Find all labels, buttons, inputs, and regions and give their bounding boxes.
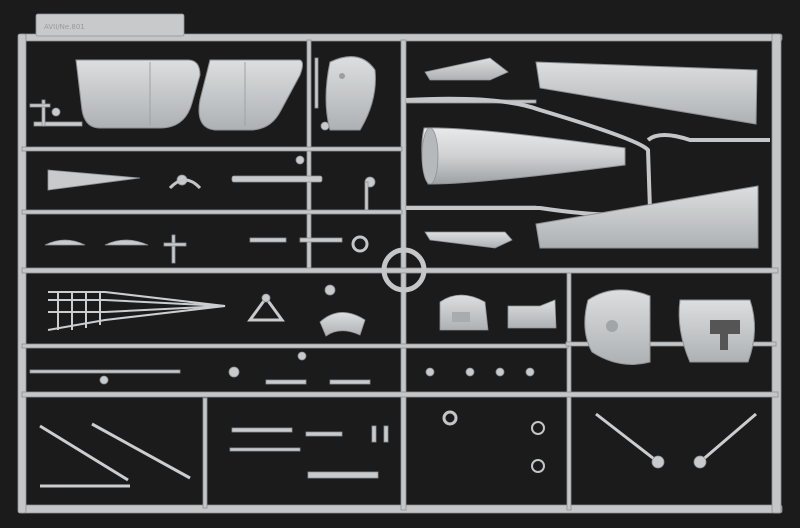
fuselage-frame-truss: [47, 291, 226, 331]
row2-parts: [47, 155, 376, 211]
engine-cowl-ring: [678, 299, 756, 363]
bottom-small-parts: [229, 410, 707, 479]
rudder-part: [325, 56, 376, 131]
sprue-tag-text: AVII/Ne.801: [44, 23, 85, 31]
central-ring: [381, 247, 427, 293]
cowl-panel-left: [75, 59, 201, 129]
small-parts-top-left: [29, 99, 83, 127]
cowl-rivet-lines: [149, 62, 246, 126]
round-bulkhead: [584, 289, 651, 365]
landing-gear-struts: [39, 412, 757, 488]
nose-cone: [421, 127, 626, 185]
rudder-attach: [314, 57, 330, 131]
bracket-part: [507, 299, 557, 329]
row3-parts: [44, 234, 369, 264]
instrument-part: [439, 294, 489, 331]
seat-part: [319, 284, 366, 337]
cowl-panel-right: [198, 59, 303, 131]
wing-panel-top: [535, 61, 758, 125]
row5-parts: [99, 351, 535, 385]
exhaust-part-bottom: [424, 231, 513, 249]
sprue-tag: AVII/Ne.801: [35, 13, 185, 37]
strut-tripod: [247, 293, 285, 322]
exhaust-part-top: [424, 57, 509, 81]
sprue-frame: [17, 33, 783, 514]
wing-panel-bottom: [535, 185, 759, 249]
